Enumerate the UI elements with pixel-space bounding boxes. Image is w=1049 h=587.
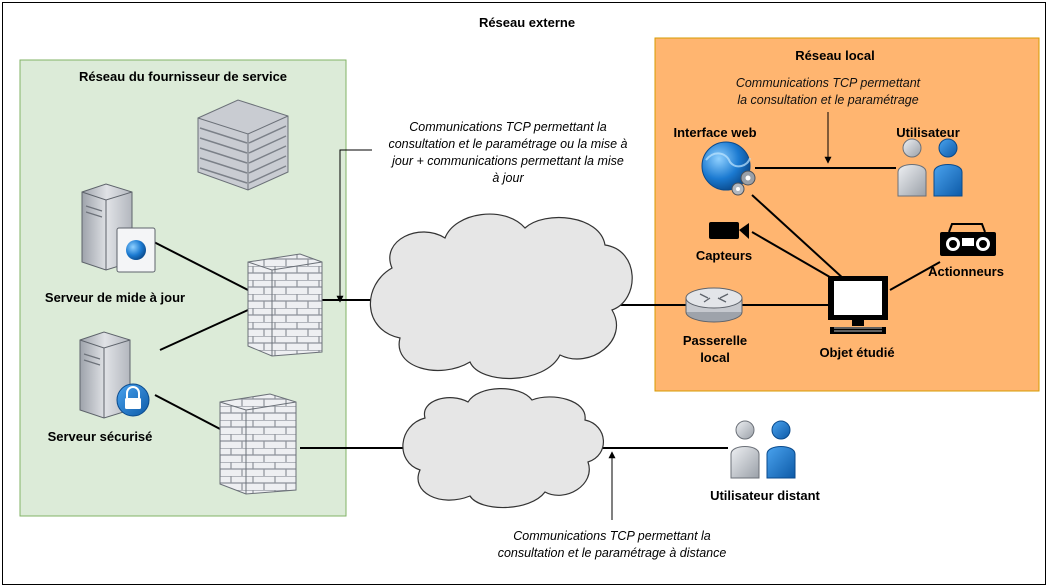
remote-users-icon [730, 420, 796, 479]
update-comm-note: Communications TCP permettant la consult… [388, 120, 627, 185]
datacenter-icon [197, 99, 289, 191]
router-icon [685, 287, 743, 323]
remote-user-gray-icon [730, 420, 760, 479]
user-gray-icon [897, 138, 927, 197]
update-comm-arrow [336, 149, 372, 303]
local-users-icon [897, 138, 963, 197]
remote-user-label: Utilisateur distant [710, 488, 820, 503]
sensors-label: Capteurs [696, 248, 752, 263]
svg-text:consultation et le paramétrage: consultation et le paramétrage ou la mis… [388, 137, 627, 151]
svg-text:Communications TCP permettant: Communications TCP permettant la [513, 529, 711, 543]
gear-icon [731, 170, 756, 196]
svg-text:consultation et le paramétrage: consultation et le paramétrage à distanc… [498, 546, 727, 560]
studied-object-label: Objet étudié [819, 345, 894, 360]
external-network-title: Réseau externe [479, 15, 575, 30]
update-server-label: Serveur de mide à jour [45, 290, 185, 305]
update-server-icon [81, 183, 156, 273]
local-network-title: Réseau local [795, 48, 875, 63]
local-network-zone [654, 37, 1040, 392]
secure-server-icon [79, 331, 150, 419]
camera-icon [709, 222, 749, 239]
user-label: Utilisateur [896, 125, 960, 140]
secure-server-label: Serveur sécurisé [48, 429, 153, 444]
remote-user-blue-icon [766, 420, 796, 479]
radio-icon [940, 223, 996, 256]
gateway-label-line2: local [700, 350, 730, 365]
computer-icon [828, 276, 888, 334]
firewall-upper-icon [247, 253, 323, 357]
update-badge-icon [116, 227, 156, 273]
web-interface-icon [701, 141, 756, 196]
svg-text:à jour: à jour [492, 171, 524, 185]
provider-network-title: Réseau du fournisseur de service [79, 69, 287, 84]
remote-comm-note: Communications TCP permettant la consult… [498, 529, 727, 560]
actuators-label: Actionneurs [928, 264, 1004, 279]
firewall-lower-icon [219, 393, 297, 495]
internet-cloud-lower [402, 388, 604, 509]
svg-text:la consultation et le paramétr: la consultation et le paramétrage [737, 93, 918, 107]
svg-text:jour + communications permetta: jour + communications permettant la mise [390, 154, 624, 168]
local-comm-note: Communications TCP permettant la consult… [736, 76, 921, 107]
gateway-label-line1: Passerelle [683, 333, 747, 348]
svg-text:Communications TCP permettant: Communications TCP permettant la [409, 120, 607, 134]
svg-text:Communications TCP permettant: Communications TCP permettant [736, 76, 921, 90]
lock-icon [116, 383, 150, 417]
internet-cloud-upper [369, 213, 633, 379]
web-interface-label: Interface web [673, 125, 756, 140]
connection-lines [149, 167, 941, 449]
user-blue-icon [933, 138, 963, 197]
